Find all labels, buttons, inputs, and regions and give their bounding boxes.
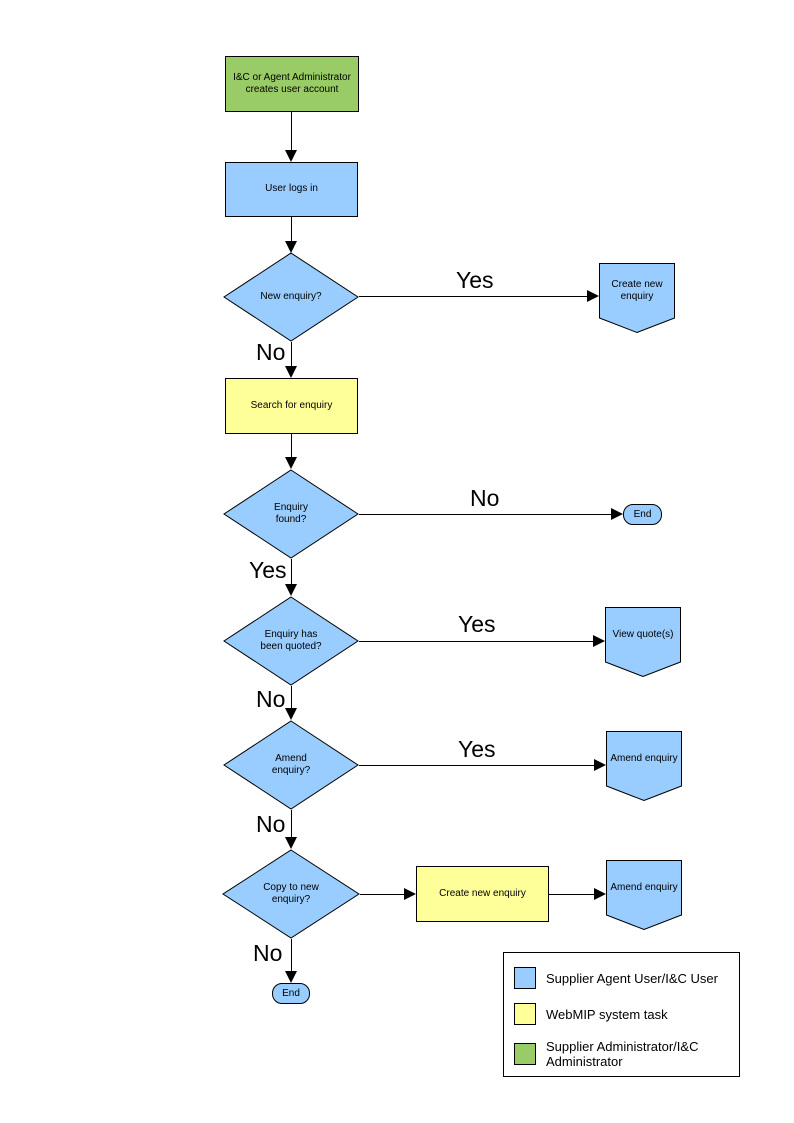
arrowhead-right <box>594 888 606 900</box>
task-create-new-enquiry: Create new enquiry <box>416 866 549 922</box>
legend-label-system: WebMIP system task <box>546 1006 668 1022</box>
diamond-shape <box>223 720 359 810</box>
legend-item-user: Supplier Agent User/I&C User <box>514 967 736 989</box>
task-search-for-enquiry-label: Search for enquiry <box>250 399 333 411</box>
arrowhead-down <box>285 708 297 720</box>
legend-swatch-system <box>514 1003 536 1025</box>
decision-amend-enquiry: Amend enquiry? <box>223 720 359 810</box>
diamond-shape <box>223 469 359 559</box>
decision-enquiry-found: Enquiry found? <box>223 469 359 559</box>
connector-line <box>359 296 587 297</box>
arrowhead-right <box>587 290 599 302</box>
connector-line <box>359 641 593 642</box>
connector-line <box>359 765 594 766</box>
legend-item-admin: Supplier Administrator/I&C Administrator <box>514 1039 736 1069</box>
decision-copy-to-new-enquiry-label: Copy to new enquiry? <box>263 881 319 906</box>
decision-copy-to-new-enquiry: Copy to new enquiry? <box>222 849 360 939</box>
connector-create-new-enquiry-label: Create new enquiry <box>611 278 663 303</box>
connector-line <box>359 514 611 515</box>
edge-label-yes: Yes <box>456 267 494 293</box>
connector-create-new-enquiry: Create new enquiry <box>599 263 675 333</box>
arrowhead-down <box>285 241 297 253</box>
connector-line <box>291 112 292 150</box>
arrowhead-down <box>285 366 297 378</box>
connector-amend-enquiry-1-label: Amend enquiry <box>610 752 678 764</box>
edge-label-no: No <box>470 485 500 511</box>
pentagon-shape <box>606 731 682 801</box>
edge-label-no: No <box>256 339 286 365</box>
connector-amend-enquiry-2: Amend enquiry <box>606 860 682 930</box>
arrowhead-down <box>285 150 297 162</box>
legend: Supplier Agent User/I&C User WebMIP syst… <box>503 952 740 1077</box>
connector-line <box>291 434 292 457</box>
terminator-end-2: End <box>272 983 310 1004</box>
arrowhead-right <box>404 888 416 900</box>
pentagon-shape <box>606 860 682 930</box>
connector-view-quotes-label: View quote(s) <box>612 628 674 640</box>
diamond-shape <box>222 849 360 939</box>
arrowhead-right <box>611 508 623 520</box>
terminator-end-2-label: End <box>282 988 300 999</box>
edge-label-no: No <box>256 811 286 837</box>
terminator-end-1: End <box>623 504 662 525</box>
edge-label-yes: Yes <box>458 736 496 762</box>
connector-line <box>291 686 292 708</box>
diamond-shape <box>223 252 359 342</box>
legend-label-admin: Supplier Administrator/I&C Administrator <box>546 1039 699 1069</box>
connector-line <box>291 217 292 241</box>
edge-label-no: No <box>253 940 283 966</box>
task-search-for-enquiry: Search for enquiry <box>225 378 358 434</box>
node-user-logs-in-label: User logs in <box>265 183 318 195</box>
arrowhead-right <box>594 759 606 771</box>
edge-label-no: No <box>256 686 286 712</box>
pentagon-shape <box>605 607 681 677</box>
arrowhead-down <box>285 457 297 469</box>
edge-label-yes: Yes <box>249 557 287 583</box>
decision-new-enquiry-label: New enquiry? <box>260 290 322 302</box>
connector-line <box>291 342 292 366</box>
connector-line <box>291 939 292 971</box>
legend-swatch-admin <box>514 1043 536 1065</box>
connector-line <box>291 559 292 584</box>
legend-item-system: WebMIP system task <box>514 1003 736 1025</box>
connector-line <box>549 894 594 895</box>
connector-view-quotes: View quote(s) <box>605 607 681 677</box>
arrowhead-down <box>285 837 297 849</box>
connector-amend-enquiry-2-label: Amend enquiry <box>610 881 678 893</box>
decision-amend-enquiry-label: Amend enquiry? <box>271 752 311 777</box>
pentagon-shape <box>599 263 675 333</box>
connector-line <box>360 894 404 895</box>
node-user-logs-in: User logs in <box>225 162 358 217</box>
legend-swatch-user <box>514 967 536 989</box>
node-admin-creates-account: I&C or Agent Administrator creates user … <box>225 56 359 112</box>
arrowhead-down <box>285 584 297 596</box>
task-create-new-enquiry-label: Create new enquiry <box>439 887 526 899</box>
terminator-end-1-label: End <box>633 509 652 520</box>
edge-label-yes: Yes <box>458 611 496 637</box>
decision-new-enquiry: New enquiry? <box>223 252 359 342</box>
legend-label-user: Supplier Agent User/I&C User <box>546 970 718 986</box>
arrowhead-down <box>285 971 297 983</box>
node-admin-creates-account-label: I&C or Agent Administrator creates user … <box>233 71 351 96</box>
arrowhead-right <box>593 635 605 647</box>
decision-enquiry-quoted-label: Enquiry has been quoted? <box>260 628 322 653</box>
diamond-shape <box>223 596 359 686</box>
connector-amend-enquiry-1: Amend enquiry <box>606 731 682 801</box>
decision-enquiry-quoted: Enquiry has been quoted? <box>223 596 359 686</box>
connector-line <box>291 810 292 837</box>
decision-enquiry-found-label: Enquiry found? <box>274 501 308 526</box>
